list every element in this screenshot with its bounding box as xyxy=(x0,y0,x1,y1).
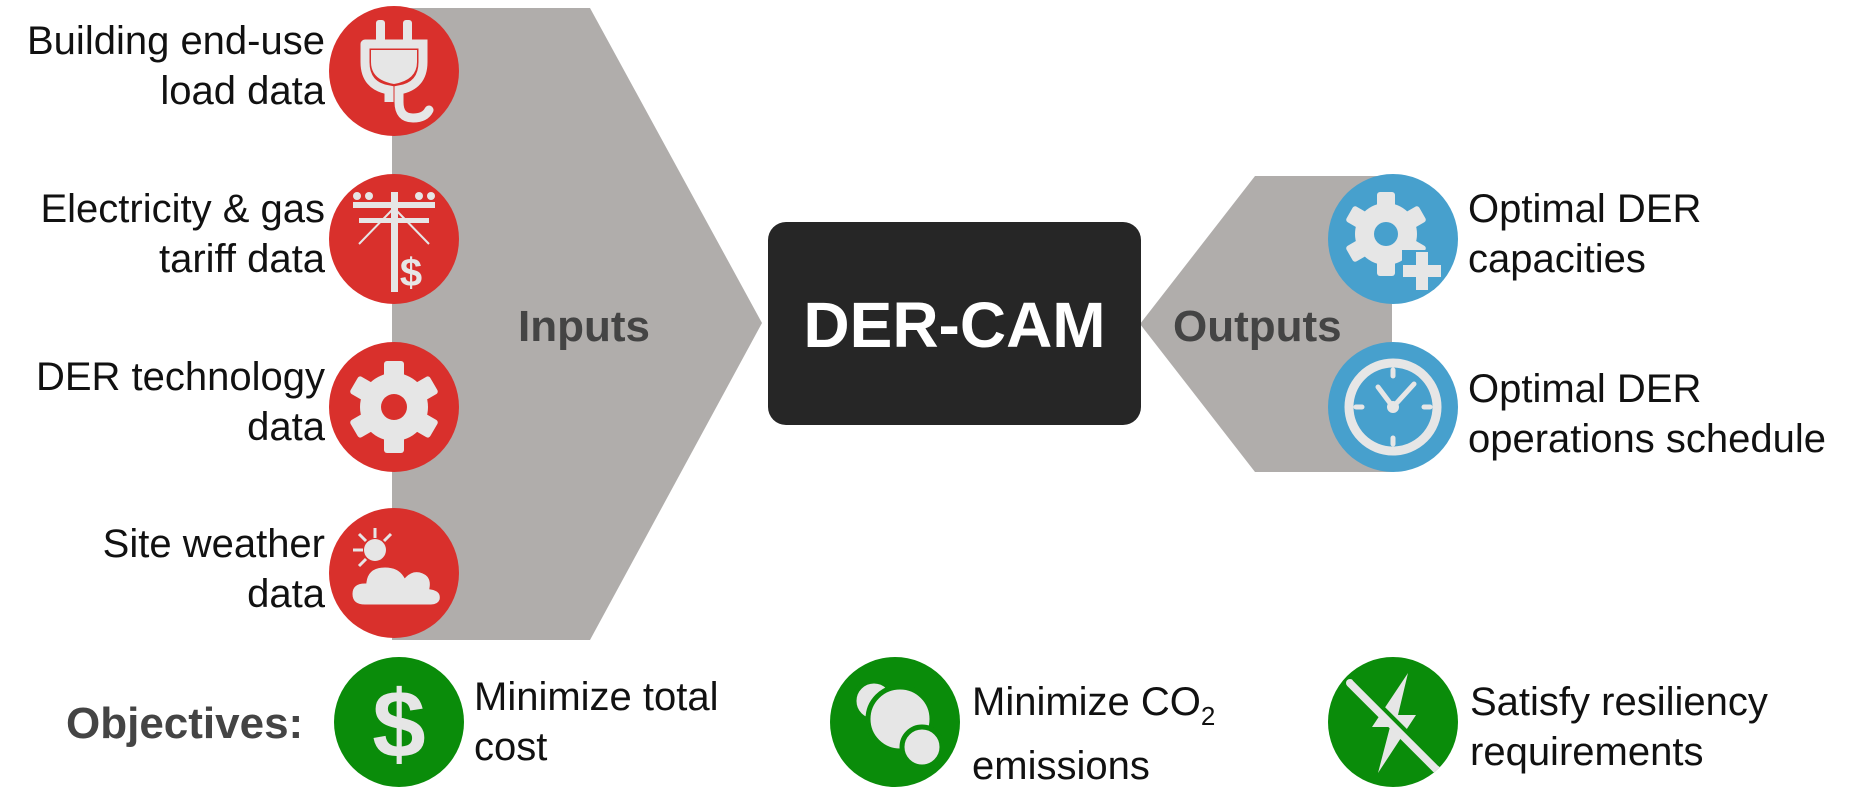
clock-icon xyxy=(1328,342,1458,472)
plug-icon xyxy=(329,6,459,136)
svg-text:$: $ xyxy=(372,671,425,778)
sun-cloud-icon xyxy=(329,508,459,638)
input-item-technology-label: DER technology data xyxy=(35,355,325,449)
output-item-capacities-label: Optimal DER capacities xyxy=(1468,187,1702,281)
svg-text:$: $ xyxy=(400,251,422,295)
inputs-arrow xyxy=(392,8,762,640)
dollar-icon: $ xyxy=(334,657,464,787)
gear-plus-icon xyxy=(1328,174,1458,304)
input-item-load-label: Building end-use load data xyxy=(27,19,325,113)
power-pole-dollar-icon: $ xyxy=(329,174,459,304)
gear-icon xyxy=(329,342,459,472)
inputs-label: Inputs xyxy=(518,302,650,351)
outputs-label: Outputs xyxy=(1173,302,1342,351)
co2-molecule-icon xyxy=(830,657,960,787)
objective-co2-label: Minimize CO2 emissions xyxy=(972,680,1216,788)
der-cam-title: DER-CAM xyxy=(803,289,1106,361)
objectives-label: Objectives: xyxy=(66,699,304,748)
objective-resiliency-label: Satisfy resiliency requirements xyxy=(1470,680,1768,774)
input-item-tariff-label: Electricity & gas tariff data xyxy=(40,187,325,281)
input-item-weather-label: Site weather data xyxy=(102,522,325,616)
objective-cost-label: Minimize total cost xyxy=(474,675,719,769)
no-power-outage-icon xyxy=(1328,657,1458,787)
der-cam-box xyxy=(768,222,1141,425)
output-item-schedule-label: Optimal DER operations schedule xyxy=(1468,367,1827,461)
